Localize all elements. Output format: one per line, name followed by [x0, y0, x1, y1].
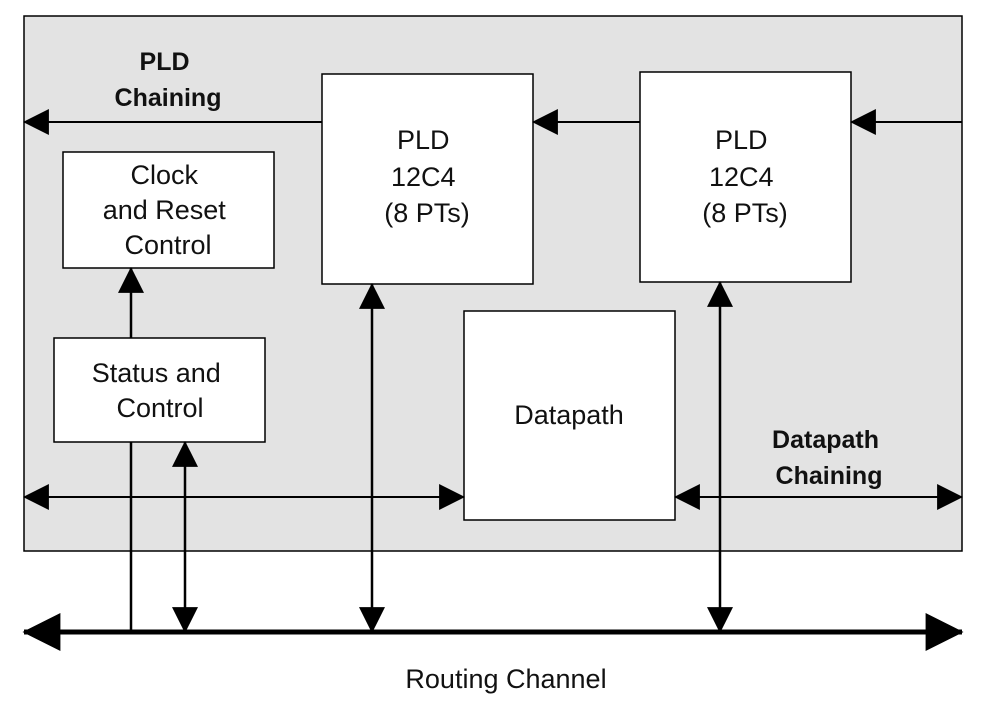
pld-chaining-label-line-2: Chaining	[115, 84, 222, 112]
datapath-label-line-1: Datapath	[514, 400, 624, 430]
pld-right-label-line-3: (8 PTs)	[702, 198, 788, 228]
pld-chaining-label-line-1: PLD	[140, 48, 190, 76]
pld-right-label: PLD 12C4 (8 PTs)	[702, 125, 788, 228]
pld-right-label-line-2: 12C4	[709, 162, 774, 192]
pld-left-label: PLD 12C4 (8 PTs)	[384, 125, 470, 228]
status-control-block	[53, 337, 266, 443]
clock-reset-control-label: Clock and Reset Control	[103, 160, 234, 260]
pld-left-label-line-3: (8 PTs)	[384, 198, 470, 228]
clock-reset-label-line-1: Clock	[130, 160, 198, 190]
datapath-label: Datapath	[514, 400, 624, 430]
datapath-chaining-label: Datapath Chaining	[772, 426, 886, 490]
pld-left-label-line-1: PLD	[397, 125, 450, 155]
pld-left-block	[321, 73, 534, 285]
clock-reset-label-line-3: Control	[124, 230, 211, 260]
pld-right-block	[639, 71, 852, 283]
pld-chaining-label: PLD Chaining	[115, 48, 222, 112]
status-control-label-line-1: Status and	[92, 358, 221, 388]
status-control-label-line-2: Control	[116, 393, 203, 423]
datapath-block	[463, 310, 676, 521]
clock-reset-label-line-2: and Reset	[103, 195, 227, 225]
status-control-label: Status and Control	[92, 358, 229, 423]
routing-channel-label: Routing Channel	[405, 664, 606, 694]
clock-reset-control-block	[62, 151, 275, 269]
datapath-chaining-label-line-2: Chaining	[776, 462, 883, 490]
pld-left-label-line-2: 12C4	[391, 162, 456, 192]
pld-right-label-line-1: PLD	[715, 125, 768, 155]
datapath-chaining-label-line-1: Datapath	[772, 426, 879, 454]
